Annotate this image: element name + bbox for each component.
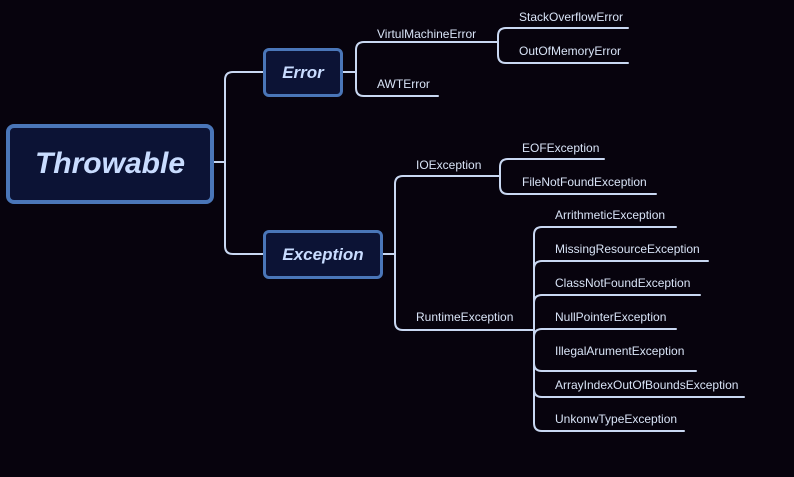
node-stack-overflow-error[interactable]: StackOverflowError	[519, 10, 624, 24]
connector-error-vm	[355, 41, 499, 73]
node-out-of-memory-error[interactable]: OutOfMemoryError	[519, 44, 622, 58]
node-error[interactable]: Error	[263, 48, 343, 97]
connector-runtime-nullpointer	[533, 328, 677, 338]
connector-error-awt	[355, 71, 439, 97]
node-array-index-out-of-bounds-exception[interactable]: ArrayIndexOutOfBoundsException	[555, 378, 739, 392]
node-io-exception[interactable]: IOException	[416, 158, 482, 172]
connector-exception-io	[394, 175, 501, 255]
node-illegal-arument-exception[interactable]: IllegalArumentException	[555, 344, 685, 358]
connector-io-eof	[499, 158, 605, 177]
node-virtual-machine-error[interactable]: VirtulMachineError	[377, 27, 477, 41]
connector-runtime-classnotfound	[533, 294, 701, 304]
node-class-not-found-exception[interactable]: ClassNotFoundException	[555, 276, 691, 290]
node-missing-resource-exception[interactable]: MissingResourceException	[555, 242, 700, 256]
connector-root-error	[224, 71, 264, 163]
node-exception[interactable]: Exception	[263, 230, 383, 279]
connector-runtime-missing	[533, 260, 709, 270]
node-unkonw-type-exception[interactable]: UnkonwTypeException	[555, 412, 678, 426]
node-error-label: Error	[282, 62, 324, 82]
connector-runtime-trunk	[533, 226, 677, 331]
node-throwable[interactable]: Throwable	[6, 124, 214, 204]
connector-io-fnf	[499, 175, 657, 195]
node-exception-label: Exception	[282, 244, 364, 264]
node-runtime-exception[interactable]: RuntimeException	[416, 310, 514, 324]
node-eof-exception[interactable]: EOFException	[522, 141, 600, 155]
node-awt-error[interactable]: AWTError	[377, 77, 430, 91]
node-null-pointer-exception[interactable]: NullPointerException	[555, 310, 667, 324]
connector-root-exception	[224, 161, 264, 255]
node-file-not-found-exception[interactable]: FileNotFoundException	[522, 175, 647, 189]
connector-vm-oom	[497, 41, 629, 64]
connector-vm-stack	[497, 27, 629, 43]
node-arrithmetic-exception[interactable]: ArrithmeticException	[555, 208, 666, 222]
connector-exception-runtime	[394, 253, 535, 331]
node-throwable-label: Throwable	[34, 147, 185, 180]
connector-runtime-unkonw	[533, 388, 685, 432]
